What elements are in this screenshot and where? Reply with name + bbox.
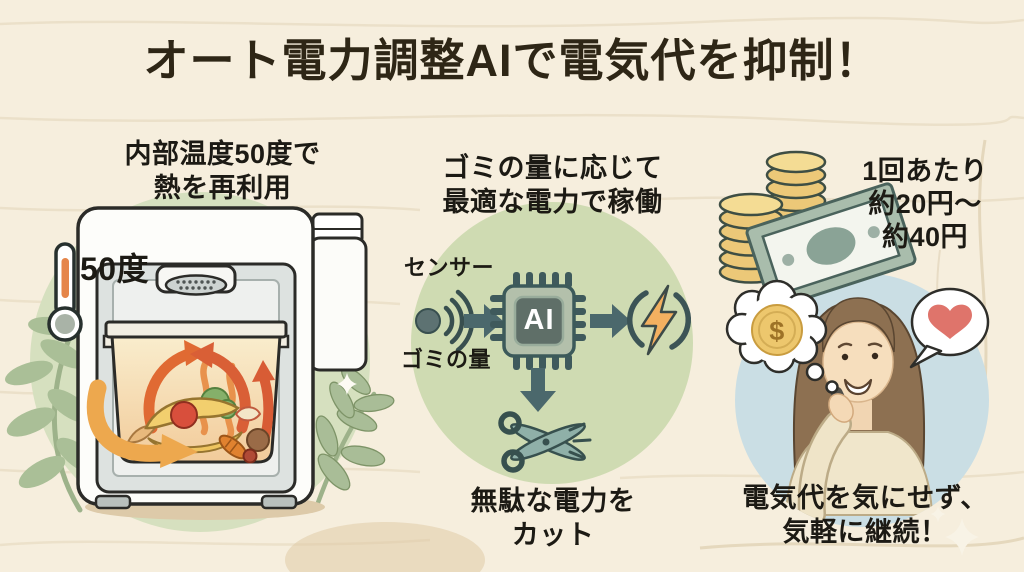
- heat-section-heading: 内部温度50度で 熱を再利用: [124, 139, 321, 204]
- ai-power-illustration: [411, 202, 693, 484]
- heart-icon: [928, 304, 972, 339]
- swirl-arrow-icon: [86, 379, 198, 468]
- sparkle-icon: [930, 505, 946, 523]
- arrow-right-icon: [590, 304, 631, 338]
- canister: [307, 212, 368, 372]
- sparkle-icon: [945, 518, 979, 556]
- cut-power-caption: 無駄な電力を カット: [470, 486, 636, 551]
- scissors-icon: [498, 411, 592, 473]
- waste-amount-label: ゴミの量: [401, 347, 492, 372]
- temperature-label: 50度: [80, 251, 150, 287]
- thermometer-icon: [47, 242, 83, 342]
- leaf-branch-right-icon: [313, 367, 395, 511]
- page-title: オート電力調整AIで電気代を抑制！: [143, 35, 881, 86]
- dollar-symbol-label: $: [769, 316, 785, 346]
- arrow-down-icon: [520, 368, 556, 412]
- ai-chip-label: AI: [523, 304, 555, 336]
- food-waste: [126, 387, 270, 464]
- easy-continue-caption: 電気代を気にせず、 気軽に継続！: [742, 483, 988, 548]
- dollar-thought-bubble-icon: [725, 279, 839, 394]
- ai-section-heading: ゴミの量に応じて 最適な電力で稼働: [442, 153, 663, 218]
- sparkle-icon: [337, 372, 357, 396]
- vent-icon: [155, 264, 237, 296]
- banknote-icon: [745, 182, 917, 310]
- lightning-bolt-icon: [627, 284, 691, 356]
- floor-shading: [285, 522, 485, 572]
- ai-cpu-chip-icon: [490, 272, 586, 370]
- heat-reuse-illustration: [5, 192, 395, 532]
- price-per-use-text: 1回あたり 約20円〜 約40円: [862, 156, 988, 252]
- heart-speech-bubble-icon: [909, 287, 990, 369]
- cost-illustration: [718, 150, 990, 556]
- woman-illustration: [784, 297, 934, 527]
- sensor-label: センサー: [404, 255, 495, 280]
